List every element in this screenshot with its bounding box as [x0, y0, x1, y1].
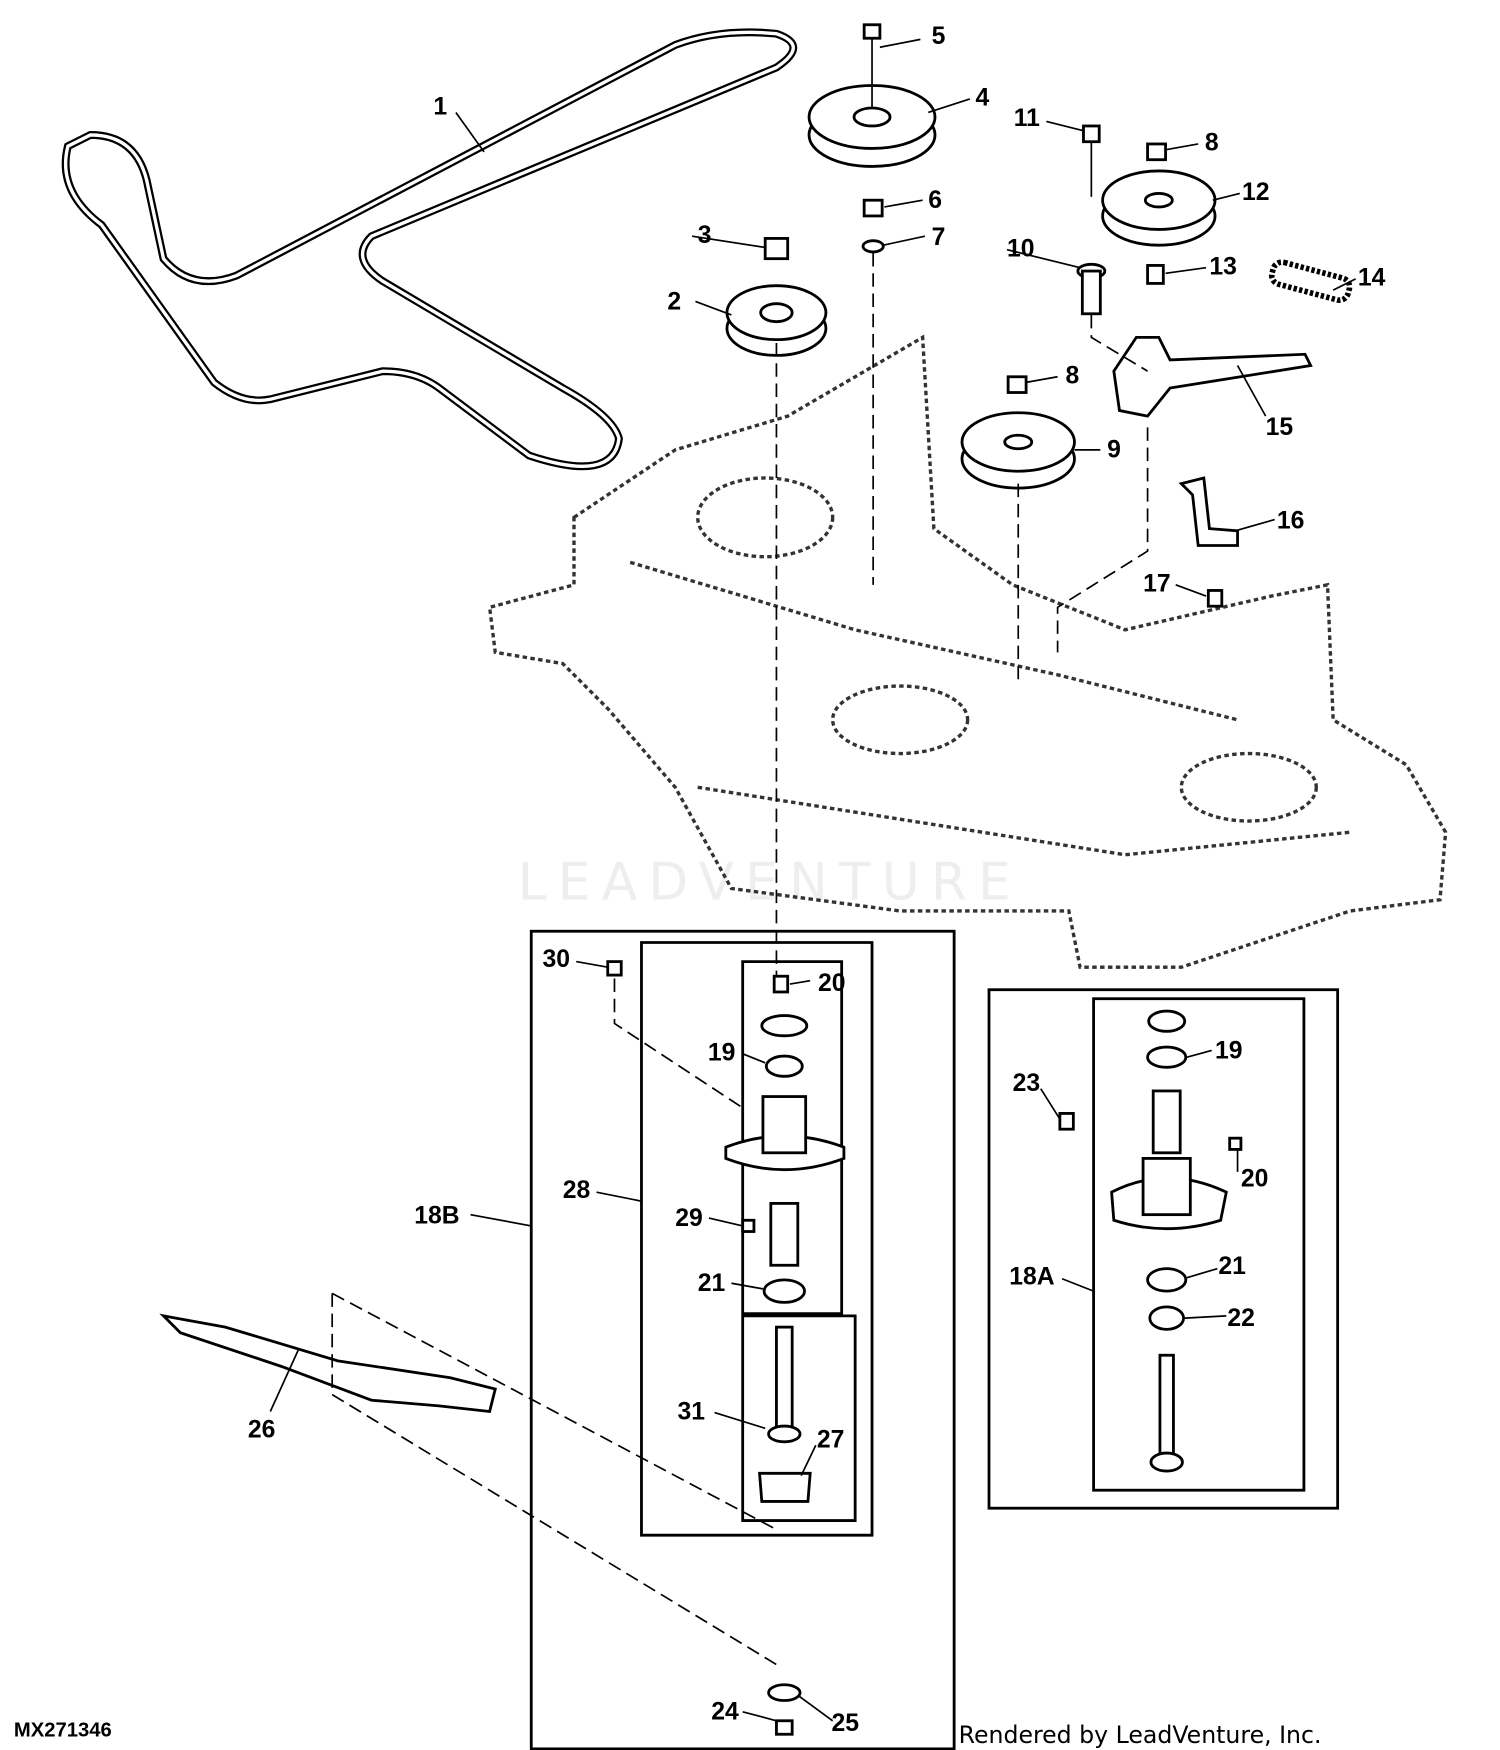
callout-2: 2	[667, 288, 681, 315]
bracket-16	[1178, 476, 1239, 547]
nut-8-top	[1146, 142, 1167, 162]
assembly-18a	[987, 988, 1340, 1510]
callout-14: 14	[1358, 265, 1386, 292]
callout-8-top: 8	[1205, 130, 1219, 157]
watermark: LEADVENTURE	[518, 853, 1022, 913]
nut-3	[763, 237, 790, 261]
callout-10: 10	[1007, 235, 1035, 262]
callout-19-18a: 19	[1215, 1037, 1243, 1064]
callout-23: 23	[1013, 1070, 1041, 1097]
callout-15: 15	[1266, 414, 1294, 441]
bolt-5	[862, 23, 882, 107]
spring-14	[1268, 259, 1353, 304]
callout-9: 9	[1107, 437, 1121, 464]
idler-arm-15	[1112, 335, 1313, 418]
callout-27: 27	[817, 1426, 845, 1453]
callout-26: 26	[248, 1416, 276, 1443]
callout-7: 7	[932, 224, 946, 251]
figure-id: MX271346	[14, 1720, 112, 1742]
blade-26	[159, 1292, 777, 1666]
callout-5: 5	[932, 23, 946, 50]
bolt-11	[1082, 124, 1101, 197]
pulley-12	[1101, 169, 1217, 247]
callout-31: 31	[677, 1398, 705, 1425]
leader-lines	[269, 38, 1357, 1722]
callout-21: 21	[698, 1270, 726, 1297]
callout-22: 22	[1227, 1305, 1255, 1332]
callout-3: 3	[698, 222, 712, 249]
callout-1: 1	[433, 94, 447, 121]
callout-8-lower: 8	[1065, 363, 1079, 390]
callout-17: 17	[1143, 571, 1171, 598]
callout-6: 6	[928, 187, 942, 214]
bolt-17	[1206, 589, 1224, 608]
callout-13: 13	[1209, 253, 1237, 280]
callout-12: 12	[1242, 179, 1270, 206]
mower-deck	[487, 334, 1448, 969]
pulley-2	[725, 284, 828, 357]
bushing-10	[1076, 262, 1107, 316]
callout-16: 16	[1277, 508, 1305, 535]
callout-30: 30	[542, 946, 570, 973]
pulley-9	[960, 411, 1076, 490]
callout-11: 11	[1014, 105, 1040, 132]
callout-25: 25	[832, 1710, 860, 1737]
callout-29: 29	[675, 1205, 703, 1232]
assembly-18b	[529, 929, 956, 1750]
pulley-4	[807, 84, 937, 168]
washer-7	[861, 239, 885, 254]
callout-21-18a: 21	[1218, 1253, 1246, 1280]
assembly-lines	[775, 253, 1149, 979]
callout-18b: 18B	[414, 1203, 459, 1230]
callout-28: 28	[563, 1177, 591, 1204]
callout-4: 4	[975, 85, 989, 112]
callout-20: 20	[818, 970, 846, 997]
callout-18a: 18A	[1009, 1263, 1055, 1290]
callout-24: 24	[711, 1699, 739, 1726]
spacer-13	[1146, 264, 1165, 285]
nut-8-lower	[1006, 375, 1028, 394]
callout-19: 19	[708, 1040, 736, 1067]
nut-6	[862, 198, 884, 218]
callout-labels: 1 2 3 4 5 6 7 8 8 9 10 11 12 13 14 15 16…	[248, 23, 1386, 1737]
drive-belt	[61, 28, 798, 471]
credit-text: Rendered by LeadVenture, Inc.	[959, 1721, 1322, 1749]
callout-20-18a: 20	[1241, 1166, 1269, 1193]
